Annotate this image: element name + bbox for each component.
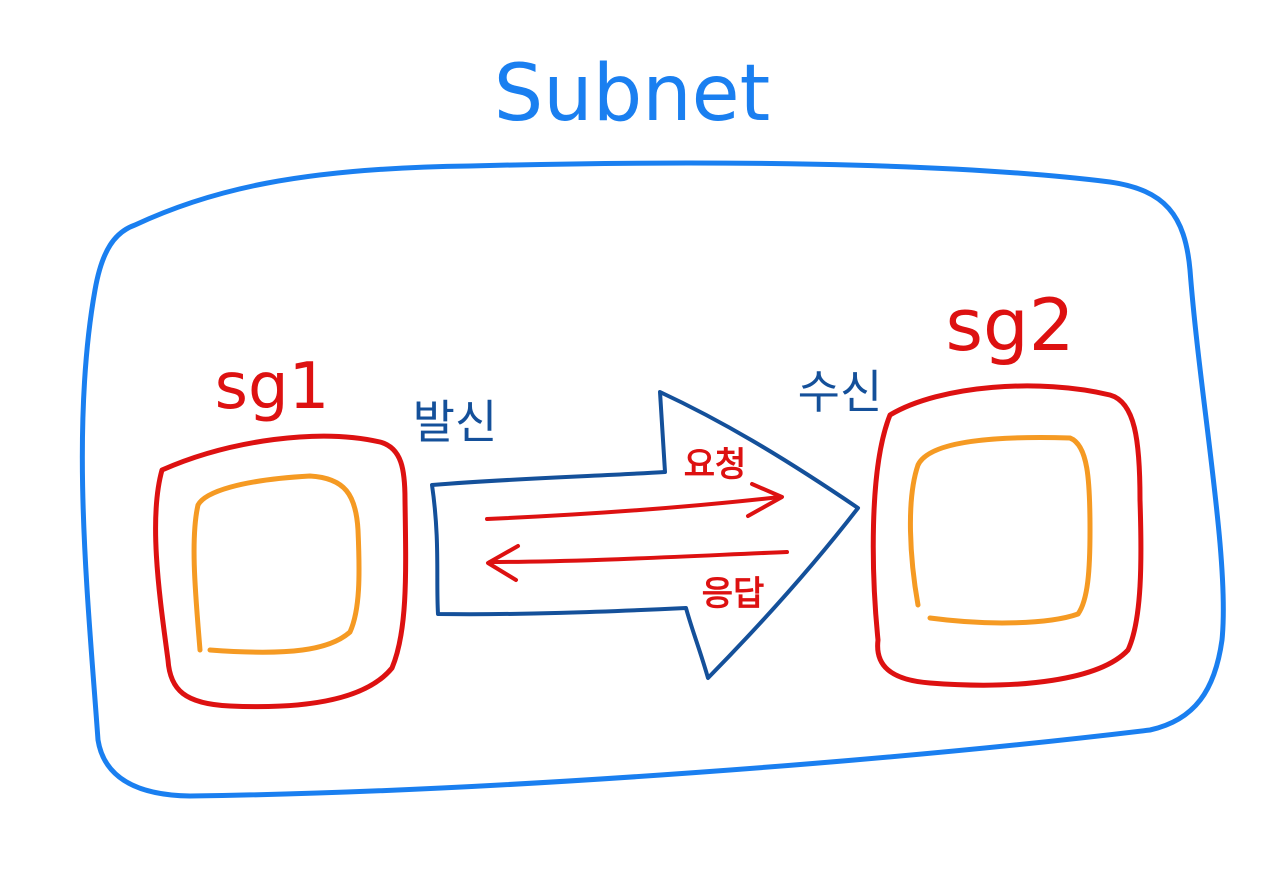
- sg1-security-group-border: [153, 433, 409, 710]
- sg2-security-group-border: [870, 383, 1144, 688]
- request-arrowhead: [746, 482, 784, 518]
- sg1-label: sg1: [215, 350, 330, 424]
- subnet-title: Subnet: [494, 49, 770, 139]
- receive-label: 수신: [798, 365, 883, 419]
- request-line: [485, 495, 782, 521]
- response-arrowhead: [486, 544, 520, 582]
- subnet-outline: [79, 160, 1226, 799]
- response-line: [488, 550, 789, 564]
- traffic-flow-arrow: [430, 390, 860, 680]
- sg1-instance: [191, 473, 362, 655]
- request-label: 요청: [684, 445, 747, 485]
- sg2-label: sg2: [945, 283, 1074, 367]
- response-label: 응답: [702, 574, 765, 614]
- sg2-instance: [907, 435, 1093, 626]
- send-label: 발신: [413, 395, 498, 449]
